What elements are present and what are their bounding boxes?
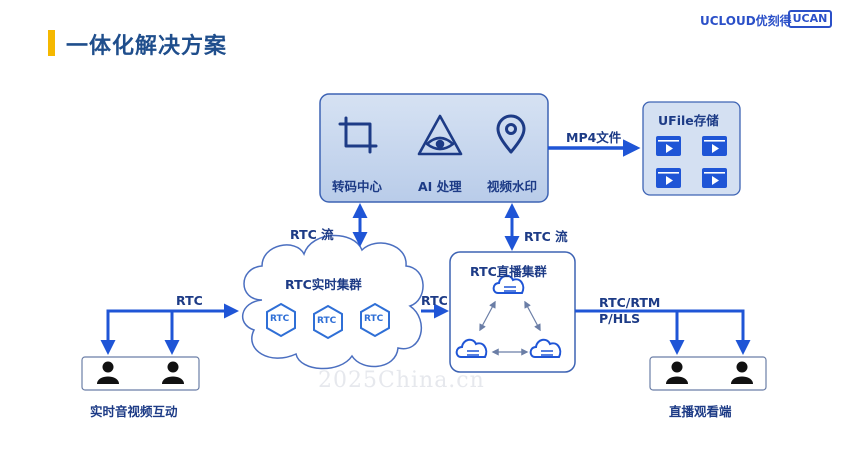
- rtc-output-label-2: P/HLS: [599, 311, 641, 326]
- rtc-node-label: RTC: [270, 314, 290, 324]
- rtc-output-label-1: RTC/RTM: [599, 295, 661, 310]
- crop-icon: [338, 116, 378, 154]
- video-file-icons: [656, 136, 727, 188]
- page-title: 一体化解决方案: [66, 34, 228, 59]
- user-icon: [731, 361, 753, 384]
- location-pin-icon: [496, 114, 526, 154]
- viewer-group-label: 直播观看端: [669, 404, 732, 419]
- cloud-sync-icon: [492, 274, 525, 294]
- user-icon: [162, 361, 184, 384]
- ucloud-logo: UCLOUD优刻得: [700, 14, 792, 28]
- storage-title: UFile存储: [658, 113, 719, 128]
- cluster-internal-links: [479, 300, 541, 356]
- ucan-logo: UCAN: [788, 10, 832, 28]
- interaction-group-label: 实时音视频互动: [90, 404, 178, 419]
- watermark: 2025China.cn: [318, 368, 485, 393]
- rtc-output-arrow: [575, 309, 751, 355]
- ai-eye-icon: [417, 114, 463, 156]
- processing-label-transcode: 转码中心: [332, 179, 383, 194]
- processing-label-watermark: 视频水印: [487, 179, 538, 194]
- rtc-cluster-cloud: [242, 234, 424, 370]
- interaction-group-box: [81, 356, 200, 391]
- cloud-sync-icons: [455, 274, 562, 358]
- rtc-stream-label-right: RTC 流: [524, 229, 568, 244]
- rtc-node-icons: [266, 302, 390, 340]
- rtc-mid-label: RTC: [421, 293, 448, 308]
- title-accent-bar: [48, 30, 55, 56]
- user-icon: [666, 361, 688, 384]
- rtc-node-label: RTC: [317, 316, 337, 326]
- mp4-label: MP4文件: [566, 130, 622, 145]
- cloud-sync-icon: [455, 338, 488, 358]
- rtc-input-label: RTC: [176, 293, 203, 308]
- video-file-icon: [656, 136, 681, 156]
- video-file-icon: [656, 168, 681, 188]
- live-cluster-title: RTC直播集群: [470, 264, 547, 279]
- rtc-node-icon: [313, 304, 343, 340]
- processing-label-ai: AI 处理: [418, 179, 462, 194]
- cloud-sync-icon: [529, 338, 562, 358]
- rtc-cluster-title: RTC实时集群: [285, 277, 362, 292]
- video-file-icon: [702, 168, 727, 188]
- rtc-node-label: RTC: [364, 314, 384, 324]
- rtc-stream-label-left: RTC 流: [290, 227, 334, 242]
- user-icon: [97, 361, 119, 384]
- viewer-group-box: [649, 356, 767, 391]
- rtc-node-icon: [360, 302, 390, 338]
- rtc-node-icon: [266, 302, 296, 338]
- video-file-icon: [702, 136, 727, 156]
